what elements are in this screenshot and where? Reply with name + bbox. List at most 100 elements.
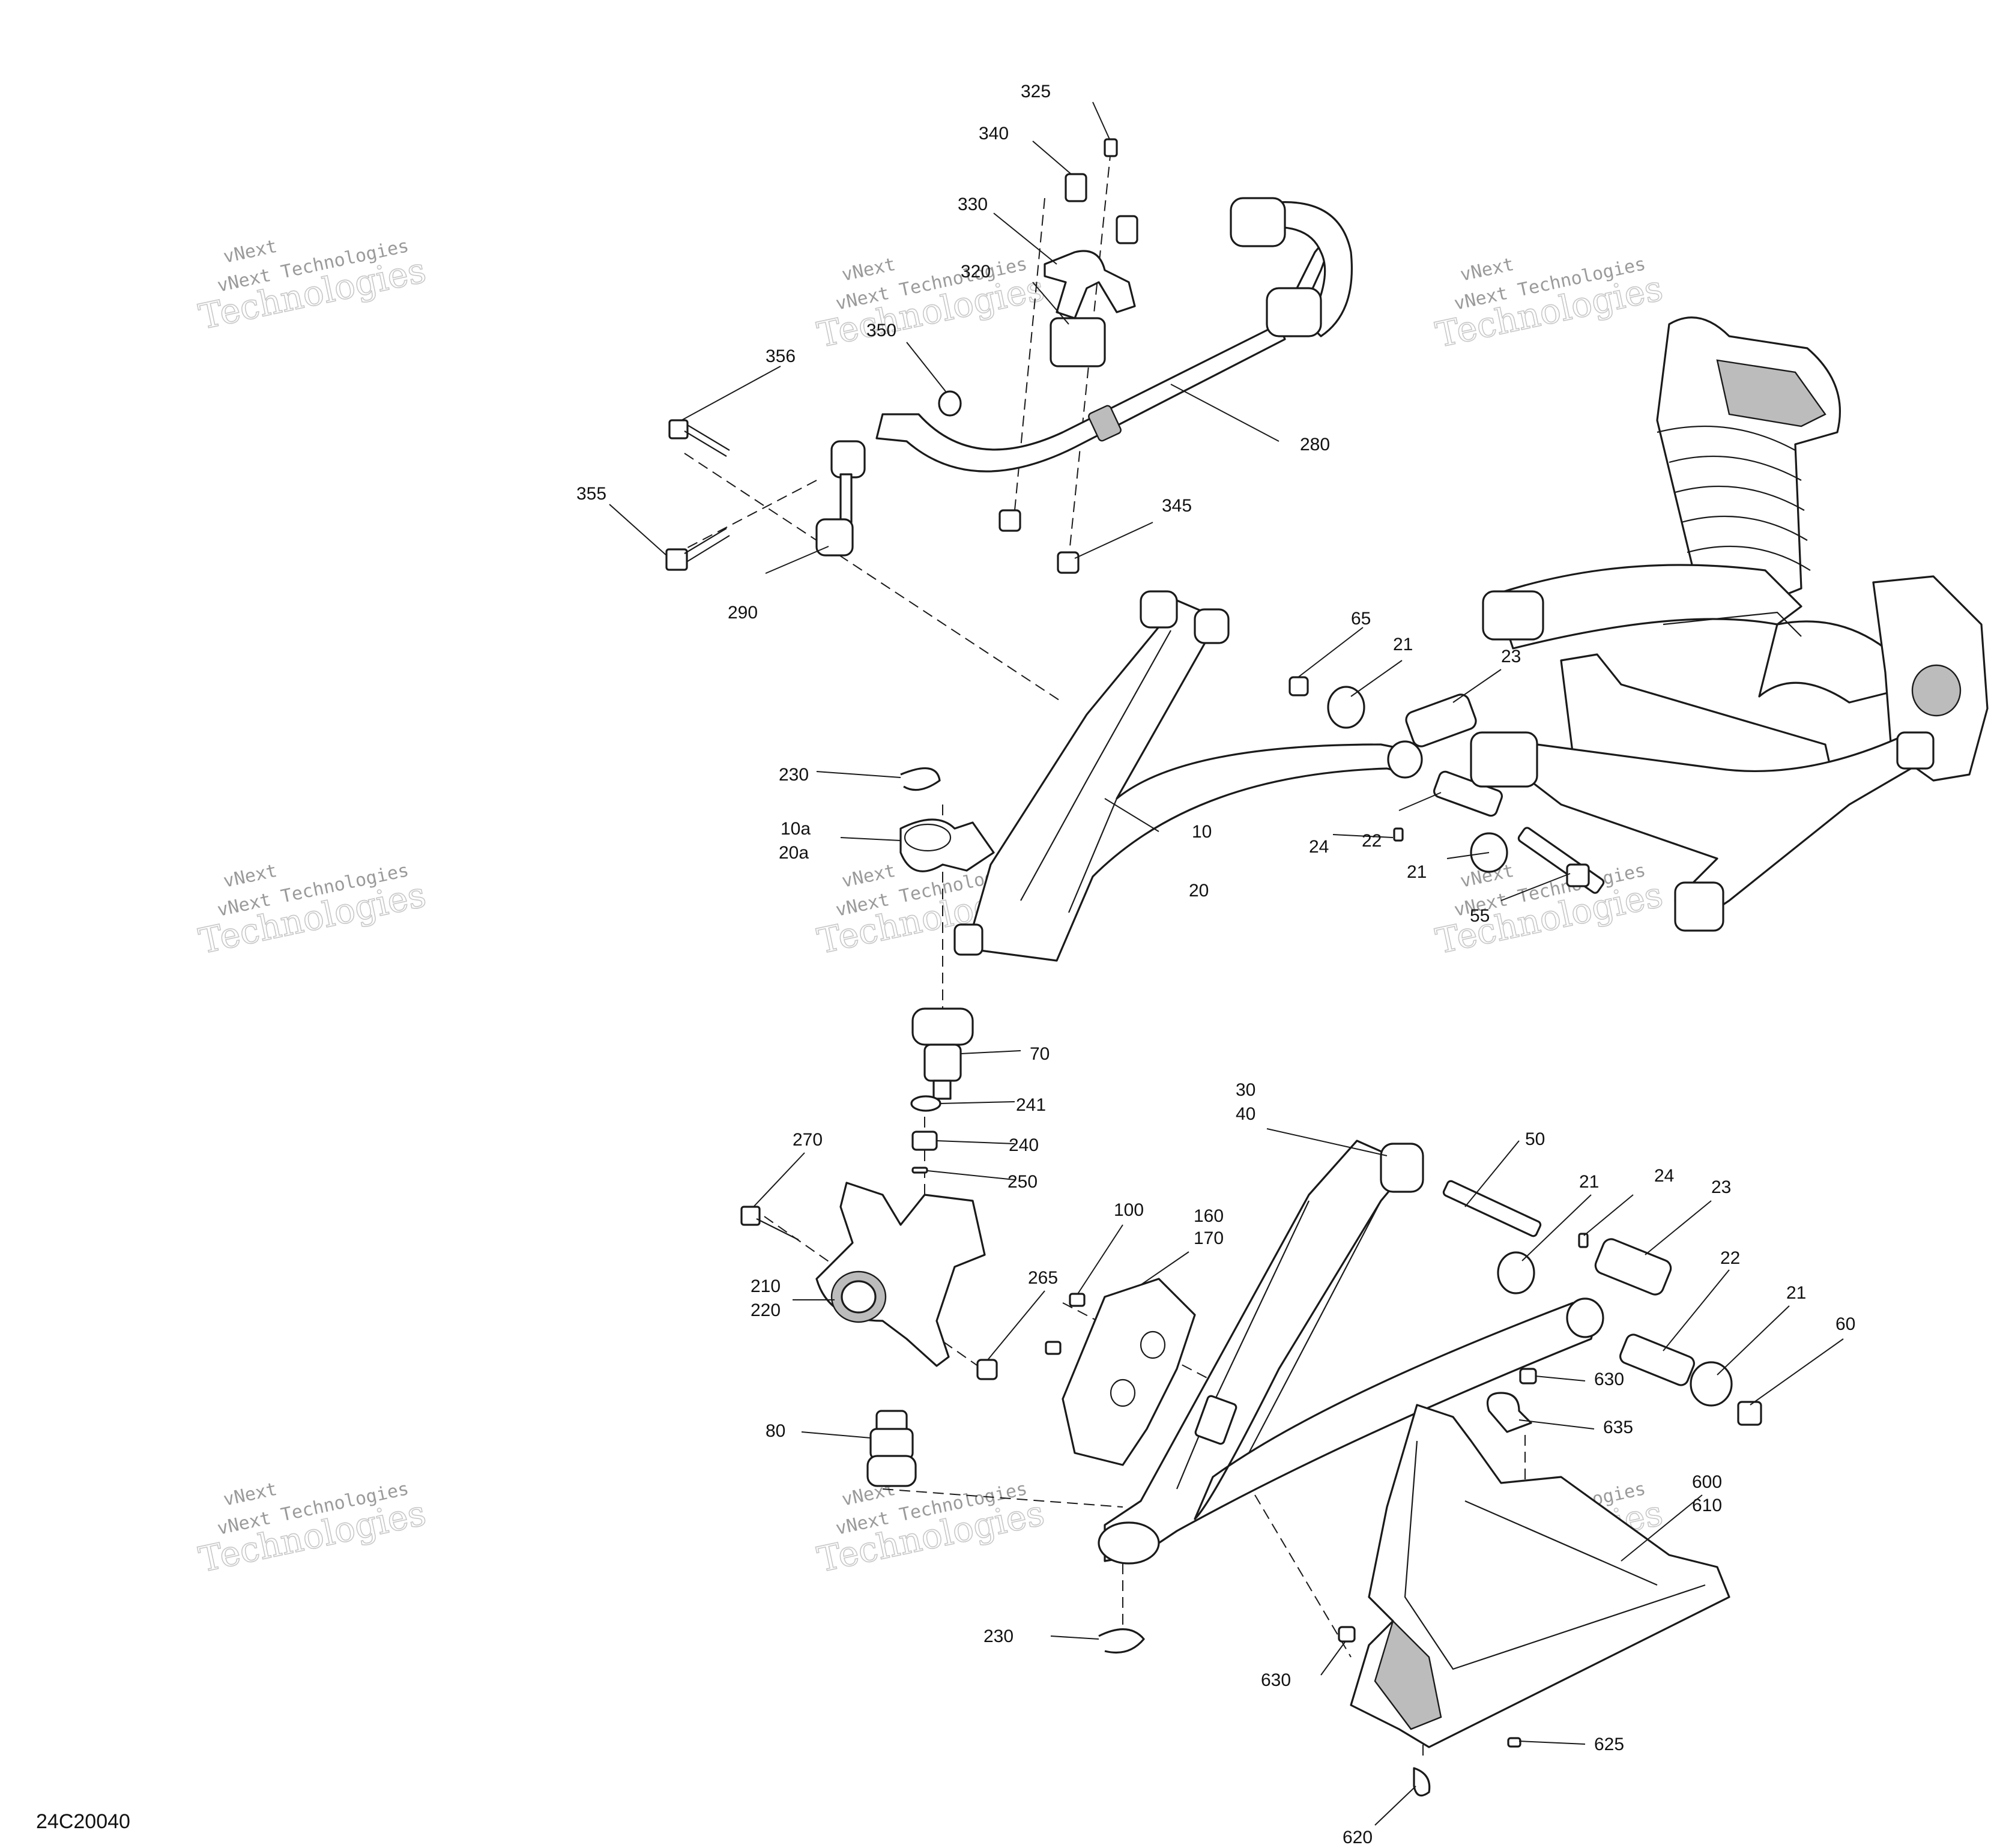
callout-label: 630	[1261, 1670, 1291, 1690]
callout-label: 10	[1192, 822, 1212, 842]
callout-label: 230	[779, 765, 809, 785]
watermark: vNext vNext Technologies Technologies	[814, 253, 1048, 356]
callout-label: 625	[1594, 1735, 1624, 1754]
callout-label: 345	[1162, 496, 1192, 516]
circlip	[1098, 1628, 1145, 1654]
lower-a-arm-assembly	[1045, 1140, 1762, 1654]
bolt	[740, 1206, 799, 1240]
bracket-clamp	[1044, 250, 1136, 319]
clamp	[1486, 1392, 1532, 1433]
callout-labels: 325 340 330 320 350 356 280 355 345 290 …	[576, 82, 1855, 1847]
callout-label: 240	[1009, 1135, 1039, 1155]
circlip	[900, 767, 941, 791]
sleeve	[1619, 1333, 1695, 1386]
svg-text:vNext: vNext	[222, 860, 279, 892]
washer	[910, 1095, 941, 1112]
bushing	[1405, 693, 1477, 747]
svg-text:vNext: vNext	[222, 236, 279, 268]
knuckle-assembly	[740, 1007, 998, 1487]
ball-joint	[911, 1007, 974, 1046]
stabilizer-bar-assembly	[665, 138, 1353, 574]
callout-label: 21	[1407, 862, 1427, 882]
screw	[1104, 138, 1118, 157]
callout-label: 350	[866, 321, 896, 340]
callout-label: 250	[1008, 1172, 1038, 1192]
callout-label: 10a	[781, 819, 811, 839]
nut	[976, 1359, 998, 1380]
callout-label: 21	[1393, 635, 1413, 654]
grease-fitting	[1578, 1233, 1589, 1248]
screw	[1069, 1293, 1086, 1307]
watermark: vNext vNext Technologies Technologies	[1432, 253, 1667, 356]
bushing	[1327, 686, 1365, 729]
callout-label: 241	[1016, 1095, 1046, 1115]
callout-label: 610	[1692, 1496, 1722, 1515]
upper-a-arm	[965, 599, 1412, 962]
lower-a-arm	[1104, 1140, 1598, 1562]
callout-label: 210	[751, 1276, 781, 1296]
diagram-id: 24C20040	[36, 1810, 130, 1833]
skid-plate	[1350, 1404, 1730, 1748]
callout-label: 50	[1525, 1129, 1545, 1149]
callout-label: 22	[1362, 831, 1382, 851]
callout-label: 70	[1030, 1044, 1050, 1064]
callout-label: 30	[1236, 1080, 1255, 1100]
watermark: vNext vNext Technologies Technologies	[195, 235, 430, 338]
grease-fitting	[1393, 827, 1404, 842]
callout-label: 635	[1603, 1418, 1633, 1437]
bolt	[1065, 173, 1087, 202]
bolt	[1442, 1180, 1542, 1237]
callout-label: 21	[1579, 1172, 1599, 1192]
nut	[1566, 863, 1590, 887]
callout-label: 20	[1189, 881, 1209, 901]
callout-label: 220	[751, 1300, 781, 1320]
watermark: vNext vNext Technologies Technologies	[195, 1478, 430, 1581]
bolt	[668, 419, 730, 457]
callout-label: 265	[1028, 1268, 1058, 1288]
upper-a-arm-assembly	[899, 590, 1605, 962]
castle-nut	[911, 1131, 938, 1151]
callout-label: 23	[1711, 1177, 1731, 1197]
bushing	[1690, 1361, 1733, 1407]
callout-label: 40	[1236, 1104, 1255, 1124]
nut	[1519, 1368, 1537, 1384]
nut	[1737, 1401, 1762, 1426]
nut	[998, 509, 1021, 532]
knuckle	[815, 1182, 986, 1367]
callout-label: 170	[1194, 1228, 1224, 1248]
bolt	[1116, 215, 1138, 244]
callout-label: 60	[1835, 1314, 1855, 1334]
pin	[1507, 1737, 1521, 1748]
nut	[1289, 676, 1309, 696]
callout-label: 330	[958, 195, 988, 214]
callout-label: 280	[1300, 435, 1330, 454]
callout-label: 22	[1720, 1248, 1740, 1268]
watermark: vNext vNext Technologies Technologies	[814, 1478, 1048, 1581]
end-link	[830, 440, 866, 479]
callout-label: 340	[979, 124, 1009, 143]
callout-label: 80	[766, 1421, 785, 1441]
mounting-plate	[1062, 1278, 1196, 1466]
installed-view-assembly	[1470, 316, 1989, 932]
bracket	[1194, 1395, 1237, 1445]
callout-label: 65	[1351, 609, 1371, 629]
callout-label: 21	[1786, 1283, 1806, 1303]
svg-text:vNext: vNext	[840, 254, 898, 286]
svg-text:vNext: vNext	[840, 860, 898, 892]
callout-label: 320	[961, 262, 991, 282]
screw	[1045, 1341, 1062, 1355]
ball-joint-housing	[899, 818, 995, 872]
callout-label: 620	[1343, 1828, 1373, 1845]
nut	[1338, 1626, 1356, 1643]
bolt	[665, 528, 730, 571]
leader-lines	[609, 101, 1844, 1826]
nut	[938, 390, 962, 417]
callout-label: 24	[1654, 1166, 1674, 1186]
callout-label: 270	[793, 1130, 823, 1150]
callout-label: 630	[1594, 1369, 1624, 1389]
callout-label: 356	[766, 346, 796, 366]
callout-label: 230	[983, 1626, 1014, 1646]
callout-label: 55	[1470, 906, 1490, 926]
